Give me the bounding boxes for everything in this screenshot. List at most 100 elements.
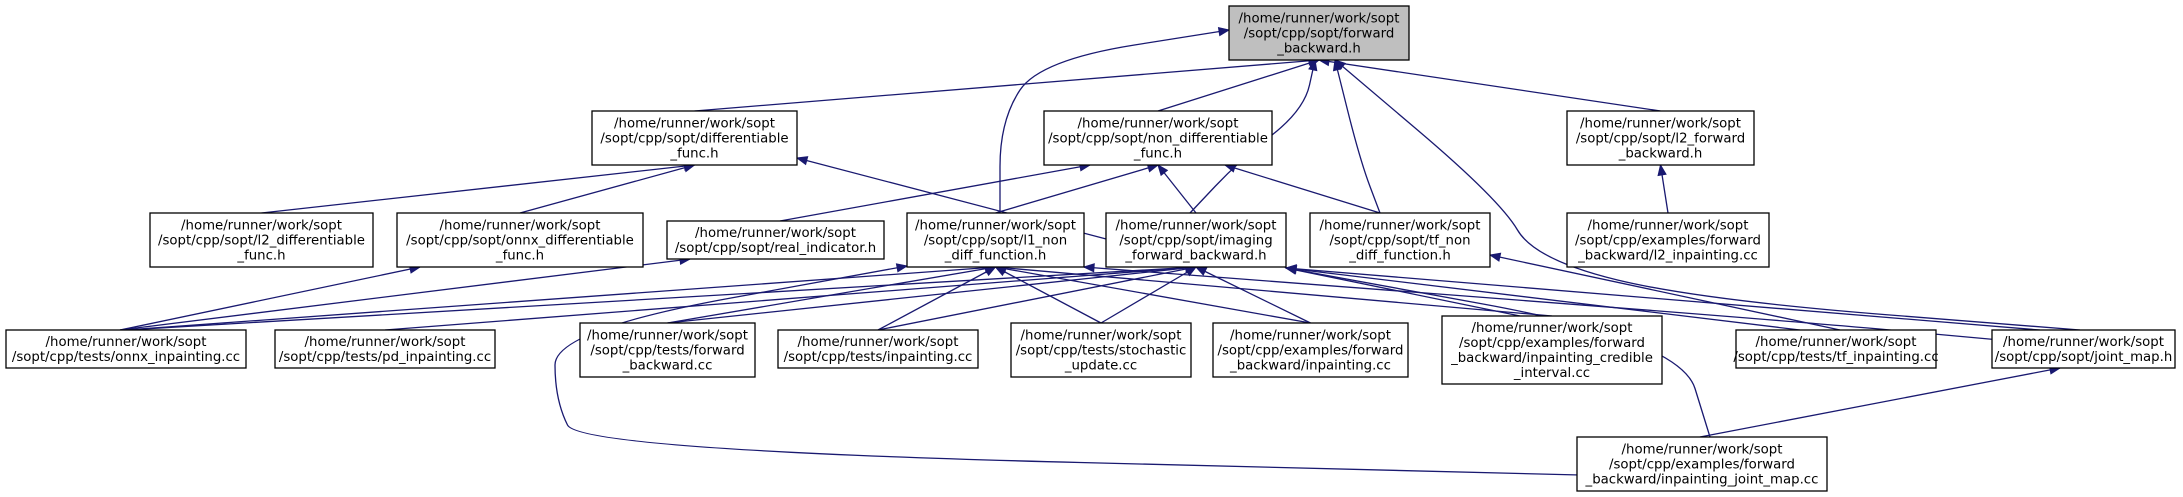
node-label-line: _backward.h — [1276, 42, 1361, 57]
node-label-line: /sopt/cpp/sopt/differentiable — [600, 132, 788, 147]
node-box — [1309, 212, 1491, 268]
node-stoch[interactable]: /home/runner/work/sopt/sopt/cpp/tests/st… — [1010, 322, 1192, 378]
node-imaging_fb[interactable]: /home/runner/work/sopt/sopt/cpp/sopt/ima… — [1105, 212, 1287, 268]
node-label-line: /home/runner/work/sopt — [1239, 12, 1400, 27]
node-label-line: /home/runner/work/sopt — [2003, 335, 2164, 350]
node-label-line: _forward_backward.h — [1124, 249, 1266, 264]
node-fb_h[interactable]: /home/runner/work/sopt/sopt/cpp/sopt/for… — [1228, 5, 1410, 61]
node-label-line: _func.h — [1133, 147, 1182, 162]
arrowhead-ex_joint-to-l1_non_diff — [895, 263, 909, 273]
node-label-line: /home/runner/work/sopt — [1320, 219, 1481, 234]
node-box — [149, 212, 374, 268]
node-label-line: /sopt/cpp/tests/forward — [590, 344, 744, 359]
node-box — [579, 322, 756, 378]
node-label-line: /home/runner/work/sopt — [1622, 443, 1783, 458]
node-tests_fb[interactable]: /home/runner/work/sopt/sopt/cpp/tests/fo… — [579, 322, 756, 378]
node-l2_diff[interactable]: /home/runner/work/sopt/sopt/cpp/sopt/l2_… — [149, 212, 374, 268]
node-pd_inpaint[interactable]: /home/runner/work/sopt/sopt/cpp/tests/pd… — [274, 329, 496, 369]
node-ex_joint[interactable]: /home/runner/work/sopt/sopt/cpp/examples… — [1576, 436, 1828, 492]
edge-l1_non_diff-to-fb_h — [999, 29, 1230, 214]
node-box — [274, 329, 496, 369]
node-label-line: /home/runner/work/sopt — [915, 219, 1076, 234]
edge-onnx_inpaint-to-l1_non_diff — [125, 266, 996, 331]
arrowhead-joint_map-to-fb_h — [1333, 59, 1347, 71]
node-tests_inpaint[interactable]: /home/runner/work/sopt/sopt/cpp/tests/in… — [777, 329, 979, 369]
edge-l2_diff-to-diff_func — [261, 164, 695, 214]
node-box — [591, 110, 798, 166]
edge-l2_fb-to-fb_h — [1318, 59, 1661, 112]
arrowhead-imaging_fb-to-non_diff_func — [1157, 163, 1169, 177]
arrowhead-l1_non_diff-to-fb_h — [1217, 26, 1231, 37]
arrowhead-joint_map-to-l1_non_diff — [1082, 263, 1095, 273]
node-label-line: /sopt/cpp/sopt/forward — [1244, 27, 1395, 42]
node-onnx_inpaint[interactable]: /home/runner/work/sopt/sopt/cpp/tests/on… — [5, 329, 247, 369]
node-real_ind[interactable]: /home/runner/work/sopt/sopt/cpp/sopt/rea… — [666, 220, 885, 260]
node-label-line: _func.h — [495, 249, 544, 264]
node-label-line: /home/runner/work/sopt — [1116, 219, 1277, 234]
node-label-line: /sopt/cpp/examples/forward — [1218, 344, 1404, 359]
edge-real_ind-to-non_diff_func — [779, 164, 1091, 222]
node-label-line: /home/runner/work/sopt — [798, 335, 959, 350]
node-label-line: /sopt/cpp/sopt/joint_map.h — [1995, 350, 2173, 365]
edge-onnx_inpaint-to-imaging_fb — [125, 266, 1197, 331]
arrowhead-tests_inpaint-to-l1_non_diff — [984, 266, 997, 277]
node-box — [396, 212, 644, 268]
edge-tf_inpaint-to-tf_non_diff — [1489, 254, 1841, 331]
edge-ex_joint-to-joint_map — [1699, 367, 2061, 438]
node-label-line: /sopt/cpp/examples/forward — [1459, 336, 1645, 351]
node-box — [906, 212, 1085, 268]
node-label-line: /home/runner/work/sopt — [1580, 117, 1741, 132]
node-box — [1576, 436, 1828, 492]
node-label-line: /sopt/cpp/tests/inpainting.cc — [784, 350, 973, 365]
node-box — [1735, 329, 1937, 369]
node-non_diff_func[interactable]: /home/runner/work/sopt/sopt/cpp/sopt/non… — [1043, 110, 1273, 166]
edge-diff_func-to-fb_h — [694, 59, 1320, 112]
node-label-line: _func.h — [669, 147, 718, 162]
edge-joint_map-to-l1_non_diff — [1083, 266, 2001, 341]
node-onnx_diff[interactable]: /home/runner/work/sopt/sopt/cpp/sopt/onn… — [396, 212, 644, 268]
node-label-line: /sopt/cpp/sopt/l2_forward — [1576, 132, 1745, 147]
node-box — [1441, 315, 1663, 385]
node-box — [1566, 110, 1755, 166]
node-label-line: /sopt/cpp/sopt/onnx_differentiable — [406, 234, 634, 249]
edge-tf_inpaint-to-imaging_fb — [1285, 267, 1801, 331]
node-label-line: /home/runner/work/sopt — [46, 335, 207, 350]
node-label-line: /home/runner/work/sopt — [1588, 219, 1749, 234]
node-label-line: /sopt/cpp/sopt/tf_non — [1329, 234, 1470, 249]
edge-pd_inpaint-to-imaging_fb — [384, 266, 1197, 331]
node-tf_inpaint[interactable]: /home/runner/work/sopt/sopt/cpp/tests/tf… — [1733, 329, 1939, 369]
edge-tf_non_diff-to-non_diff_func — [1224, 164, 1381, 214]
node-label-line: _func.h — [236, 249, 285, 264]
arrowhead-tf_inpaint-to-tf_non_diff — [1488, 252, 1502, 262]
node-label-line: /sopt/cpp/tests/stochastic — [1016, 344, 1187, 359]
node-label-line: _diff_function.h — [1348, 249, 1451, 264]
node-label-line: _backward/inpainting_joint_map.cc — [1585, 473, 1819, 488]
arrowhead-imaging_fb-to-fb_h — [1308, 58, 1318, 72]
node-label-line: /home/runner/work/sopt — [695, 226, 856, 241]
node-label-line: /sopt/cpp/sopt/non_differentiable — [1048, 132, 1268, 147]
node-box — [5, 329, 247, 369]
node-label-line: /home/runner/work/sopt — [614, 117, 775, 132]
node-tf_non_diff[interactable]: /home/runner/work/sopt/sopt/cpp/sopt/tf_… — [1309, 212, 1491, 268]
edge-ex_credible-to-imaging_fb — [1285, 267, 1521, 317]
node-l2_fb[interactable]: /home/runner/work/sopt/sopt/cpp/sopt/l2_… — [1566, 110, 1755, 166]
edge-onnx_diff-to-diff_func — [519, 164, 695, 214]
node-label-line: /sopt/cpp/sopt/l2_differentiable — [158, 234, 365, 249]
node-label-line: _interval.cc — [1513, 366, 1590, 381]
node-label-line: _diff_function.h — [944, 249, 1047, 264]
edge-stoch-to-imaging_fb — [1100, 266, 1197, 324]
node-diff_func[interactable]: /home/runner/work/sopt/sopt/cpp/sopt/dif… — [591, 110, 798, 166]
node-box — [1212, 322, 1409, 378]
edge-l1_non_diff-to-non_diff_func — [995, 164, 1159, 214]
node-box — [1010, 322, 1192, 378]
node-joint_map[interactable]: /home/runner/work/sopt/sopt/cpp/sopt/joi… — [1991, 329, 2176, 369]
node-l2_inpaint[interactable]: /home/runner/work/sopt/sopt/cpp/examples… — [1566, 212, 1770, 268]
edge-tests_inpaint-to-imaging_fb — [877, 266, 1197, 331]
node-label-line: /sopt/cpp/sopt/l1_non — [924, 234, 1067, 249]
node-box — [1228, 5, 1410, 61]
node-l1_non_diff[interactable]: /home/runner/work/sopt/sopt/cpp/sopt/l1_… — [906, 212, 1085, 268]
edge-ex_inpaint-to-imaging_fb — [1195, 266, 1311, 324]
node-ex_credible[interactable]: /home/runner/work/sopt/sopt/cpp/examples… — [1441, 315, 1663, 385]
node-ex_inpaint[interactable]: /home/runner/work/sopt/sopt/cpp/examples… — [1212, 322, 1409, 378]
